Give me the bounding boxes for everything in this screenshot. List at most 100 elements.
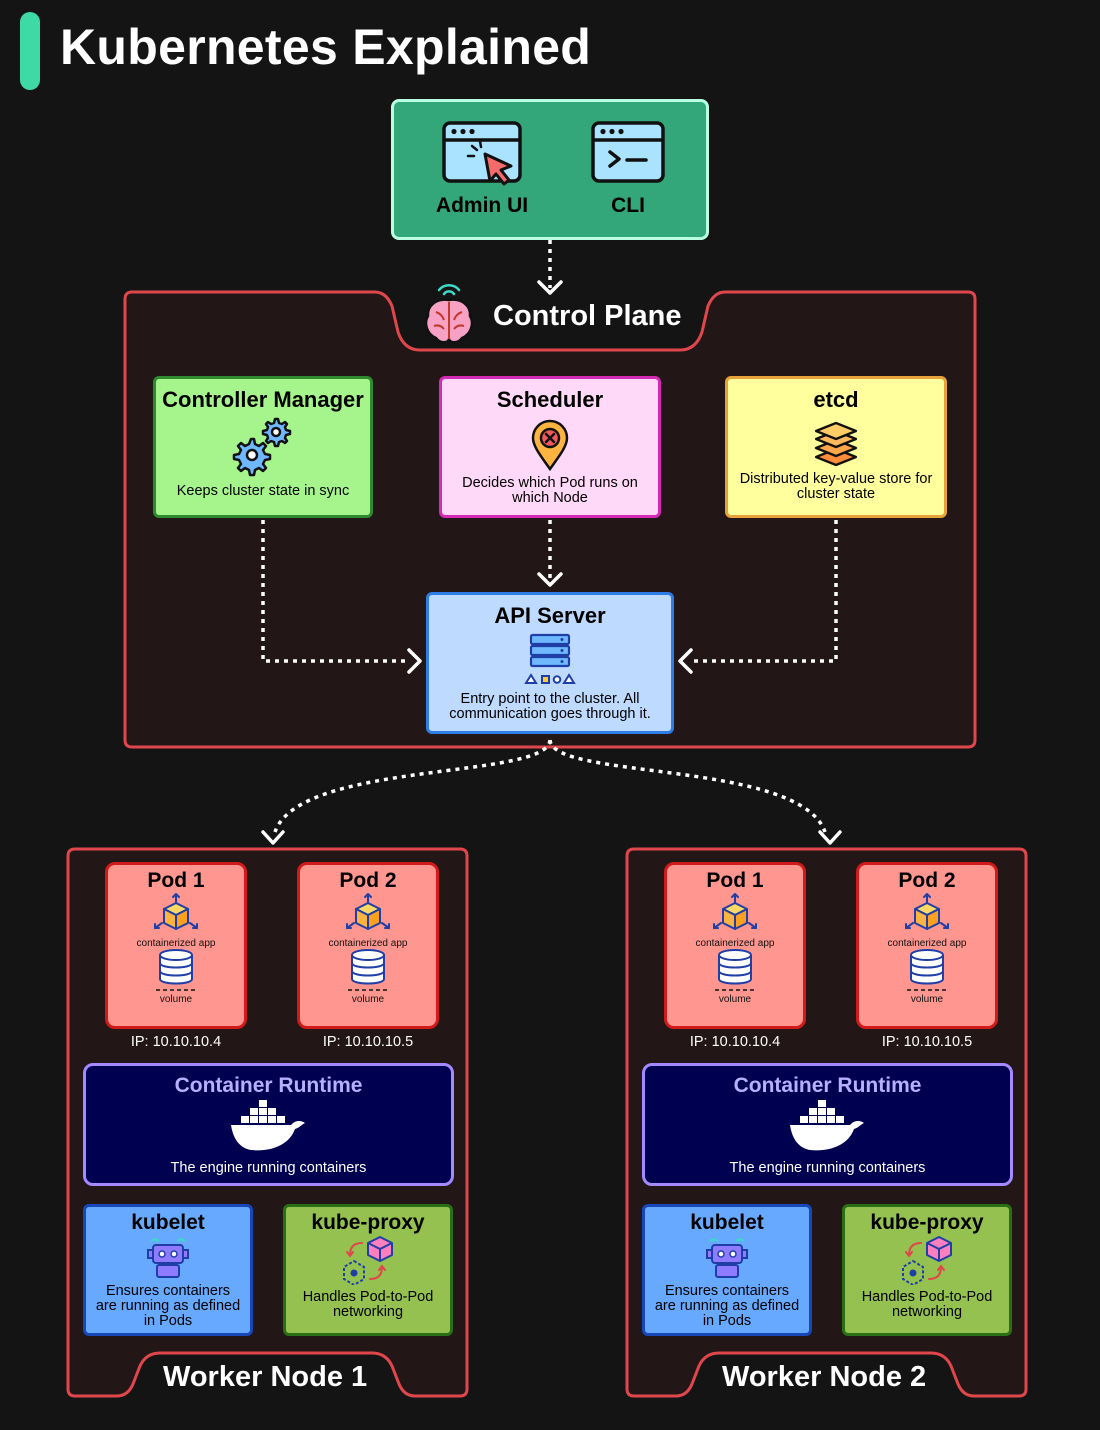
volume-label: volume (910, 994, 944, 1005)
page-title: Kubernetes Explained (60, 19, 592, 75)
arrowhead-controller (407, 648, 422, 674)
admin-ui-label: Admin UI (435, 194, 529, 217)
pod-2-ip: IP: 10.10.10.5 (322, 1034, 414, 1050)
arrowhead-scheduler (537, 572, 563, 587)
pod-2[interactable]: Pod 2 containerized app volume (856, 862, 998, 1029)
robot-icon (147, 1238, 189, 1278)
container-runtime-desc: The engine running containers (170, 1160, 367, 1176)
scheduler-title: Scheduler (496, 387, 604, 412)
network-exchange-icon (343, 1236, 393, 1287)
controller-manager-desc: Keeps cluster state in sync (176, 483, 350, 499)
control-plane-title: Control Plane (493, 300, 682, 332)
api-server-desc: Entry point to the cluster. All communic… (429, 692, 671, 722)
kube-proxy-title: kube-proxy (870, 1211, 984, 1234)
server-icon (524, 633, 576, 684)
pod-1[interactable]: Pod 1 containerized app volume (105, 862, 247, 1029)
scheduler-desc-line2: which Node (512, 490, 588, 506)
database-volume-icon (156, 949, 196, 991)
connector-etcd-to-api (690, 520, 838, 663)
location-pin-icon (531, 419, 569, 472)
api-server-box[interactable]: API Server Entry point to the cluster. A… (426, 592, 674, 734)
kubelet-box[interactable]: kubelet Ensures containers are running a… (83, 1204, 253, 1336)
container-runtime-box[interactable]: Container Runtime The engine running con… (83, 1063, 454, 1186)
cli-label: CLI (611, 194, 645, 217)
pod-title: Pod 1 (706, 869, 764, 892)
database-volume-icon (348, 949, 388, 991)
clients-box: Admin UI CLI (391, 99, 709, 240)
container-runtime-title: Container Runtime (733, 1074, 922, 1097)
pod-1[interactable]: Pod 1 containerized app volume (664, 862, 806, 1029)
etcd-desc: Distributed key-value store for cluster … (728, 472, 944, 502)
containerized-app-label: containerized app (328, 938, 408, 949)
kube-proxy-desc-line1: Handles Pod-to-Pod (302, 1289, 434, 1305)
etcd-title: etcd (813, 387, 859, 412)
kubelet-desc-line1: Ensures containers (664, 1283, 790, 1299)
cli-section[interactable]: CLI (570, 120, 686, 218)
volume-label: volume (159, 994, 193, 1005)
docker-whale-icon (230, 1100, 305, 1151)
containerized-app-label: containerized app (887, 938, 967, 949)
admin-ui-icon (442, 121, 522, 186)
container-cube-icon (154, 892, 198, 930)
docker-whale-icon (789, 1100, 864, 1151)
pod-title: Pod 1 (147, 869, 205, 892)
controller-manager-box[interactable]: Controller Manager Keeps cluster state i… (153, 376, 373, 518)
worker-node-2-title: Worker Node 2 (722, 1361, 927, 1393)
kubelet-desc: Ensures containers are running as define… (86, 1284, 250, 1329)
connector-controller-to-api (261, 520, 410, 663)
kube-proxy-box[interactable]: kube-proxy Handles Pod-to-Pod networking (283, 1204, 453, 1336)
scheduler-desc: Decides which Pod runs on which Node (442, 476, 658, 506)
network-exchange-icon (902, 1236, 952, 1287)
kubelet-desc-line2: are running as defined (95, 1298, 241, 1314)
connector-api-to-worker-2 (548, 739, 827, 833)
kubelet-desc-line2: are running as defined (654, 1298, 800, 1314)
kube-proxy-desc-line2: networking (332, 1304, 404, 1320)
container-cube-icon (713, 892, 757, 930)
containerized-app-label: containerized app (136, 938, 216, 949)
database-volume-icon (907, 949, 947, 991)
connector-api-to-worker-1 (273, 739, 552, 833)
title-accent-bar (20, 12, 40, 90)
kubelet-title: kubelet (690, 1211, 764, 1234)
api-server-desc-line1: Entry point to the cluster. All (460, 691, 640, 707)
etcd-desc-line1: Distributed key-value store for (739, 471, 933, 487)
arrowhead-worker-1 (261, 830, 285, 845)
arrowhead-etcd (678, 648, 693, 674)
pod-2-ip: IP: 10.10.10.5 (881, 1034, 973, 1050)
kube-proxy-desc-line2: networking (891, 1304, 963, 1320)
kube-proxy-desc: Handles Pod-to-Pod networking (286, 1290, 450, 1320)
api-server-desc-line2: communication goes through it. (449, 706, 651, 722)
admin-ui-section[interactable]: Admin UI (424, 120, 540, 218)
arrowhead-clients (537, 280, 563, 295)
etcd-box[interactable]: etcd Distributed key-value store for clu… (725, 376, 947, 518)
pod-2[interactable]: Pod 2 containerized app volume (297, 862, 439, 1029)
kube-proxy-desc: Handles Pod-to-Pod networking (845, 1290, 1009, 1320)
terminal-icon (591, 121, 665, 183)
kubelet-desc-line3: in Pods (143, 1313, 193, 1329)
arrowhead-worker-2 (818, 830, 842, 845)
worker-node-1-title: Worker Node 1 (163, 1361, 368, 1393)
pod-1-ip: IP: 10.10.10.4 (130, 1034, 222, 1050)
scheduler-box[interactable]: Scheduler Decides which Pod runs on whic… (439, 376, 661, 518)
containerized-app-label: containerized app (695, 938, 775, 949)
layers-stack-icon (814, 421, 858, 467)
brain-icon (424, 284, 474, 344)
volume-label: volume (351, 994, 385, 1005)
kubelet-desc-line3: in Pods (702, 1313, 752, 1329)
gears-icon (232, 417, 292, 477)
pod-title: Pod 2 (339, 869, 397, 892)
kubelet-box[interactable]: kubelet Ensures containers are running a… (642, 1204, 812, 1336)
container-runtime-box[interactable]: Container Runtime The engine running con… (642, 1063, 1013, 1186)
kubelet-title: kubelet (131, 1211, 205, 1234)
pod-title: Pod 2 (898, 869, 956, 892)
kube-proxy-box[interactable]: kube-proxy Handles Pod-to-Pod networking (842, 1204, 1012, 1336)
scheduler-desc-line1: Decides which Pod runs on (462, 475, 638, 491)
volume-label: volume (718, 994, 752, 1005)
container-runtime-desc: The engine running containers (729, 1160, 926, 1176)
kubelet-desc-line1: Ensures containers (105, 1283, 231, 1299)
robot-icon (706, 1238, 748, 1278)
pod-1-ip: IP: 10.10.10.4 (689, 1034, 781, 1050)
container-cube-icon (905, 892, 949, 930)
kube-proxy-title: kube-proxy (311, 1211, 425, 1234)
kubelet-desc: Ensures containers are running as define… (645, 1284, 809, 1329)
